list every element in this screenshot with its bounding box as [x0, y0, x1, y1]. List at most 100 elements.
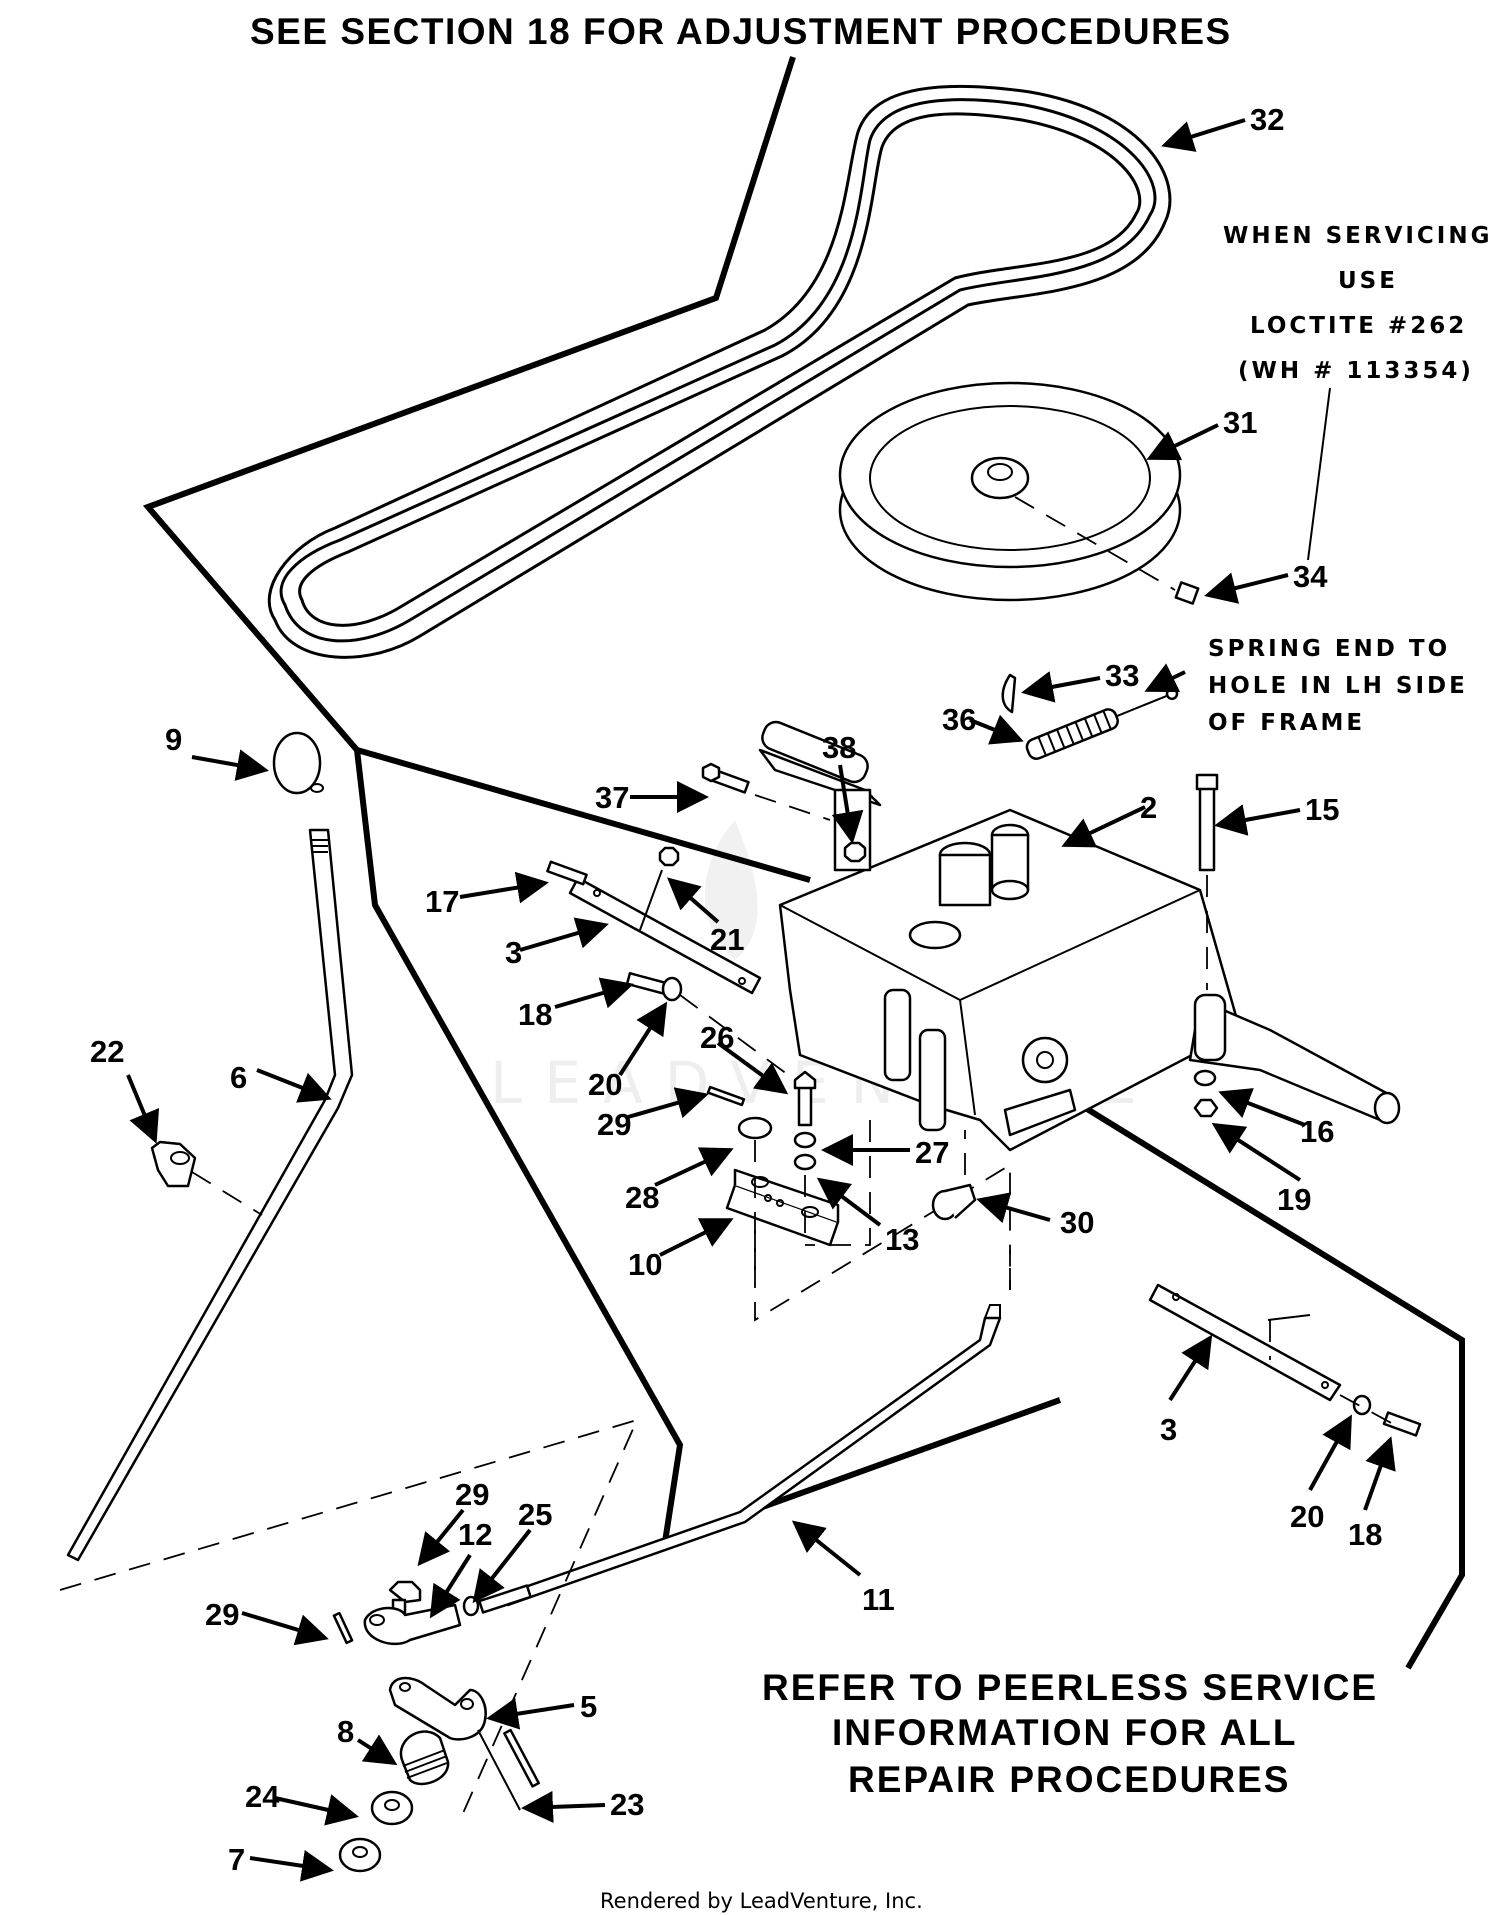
callout-9: 9 — [165, 722, 182, 757]
callout-29-upper: 29 — [597, 1107, 631, 1142]
arrow-2 — [1061, 805, 1146, 848]
note-spring-end: SPRING END TO HOLE IN LH SIDE OF FRAME — [1208, 636, 1468, 736]
callout-38: 38 — [822, 730, 856, 765]
arrow-32 — [1146, 423, 1219, 461]
callout-22: 22 — [90, 1034, 124, 1069]
arrow-22 — [126, 1074, 160, 1144]
arrow-34 — [1021, 671, 1101, 703]
note-spring-line-1: SPRING END TO — [1208, 636, 1450, 662]
callout-2: 2 — [1140, 790, 1157, 825]
callout-10: 10 — [628, 1247, 662, 1282]
arrow-29-upper — [627, 1087, 709, 1119]
note-loctite-line-2: USE — [1338, 268, 1398, 294]
note-spring-line-3: OF FRAME — [1208, 710, 1365, 736]
callout-17: 17 — [425, 884, 459, 919]
callout-20-right: 20 — [1290, 1499, 1324, 1534]
transaxle — [758, 720, 1401, 1152]
callout-13: 13 — [885, 1222, 919, 1257]
roll-pin — [503, 1728, 540, 1788]
callout-18-right: 18 — [1348, 1517, 1382, 1552]
note-spring-line-2: HOLE IN LH SIDE — [1208, 673, 1468, 699]
arrow-28 — [654, 1147, 734, 1187]
note-refer-line-1: REFER TO PEERLESS SERVICE — [762, 1667, 1378, 1708]
note-refer-line-3: REPAIR PROCEDURES — [848, 1759, 1290, 1800]
callout-21: 21 — [710, 922, 744, 957]
mounting-plate-assembly — [706, 1070, 1011, 1322]
bolt-and-nut-top — [701, 762, 867, 863]
callout-18-left: 18 — [518, 997, 552, 1032]
callout-24: 24 — [245, 1779, 280, 1814]
callout-8: 8 — [337, 1714, 354, 1749]
leader-loctite — [1307, 387, 1331, 561]
arrow-23 — [521, 1790, 606, 1823]
arrow-19 — [1211, 1122, 1302, 1182]
arrow-3-lower — [1168, 1334, 1213, 1402]
callout-30: 29 — [455, 1477, 489, 1512]
callout-7: 7 — [228, 1842, 245, 1877]
drive-belt — [267, 84, 1172, 659]
callout-12: 12 — [458, 1517, 492, 1552]
note-loctite: WHEN SERVICING USE LOCTITE #262 (WH # 11… — [1223, 223, 1490, 384]
callout-labels: 32 31 34 33 36 38 37 2 15 16 19 17 3 21 … — [90, 102, 1382, 1877]
callout-23: 23 — [610, 1787, 644, 1822]
callout-20-left: 20 — [588, 1067, 622, 1102]
callout-3-lower: 3 — [1160, 1412, 1177, 1447]
arrow-25 — [472, 1528, 532, 1604]
callout-19: 19 — [1277, 1182, 1311, 1217]
set-screw — [1174, 581, 1200, 605]
strap-assembly-lower — [1148, 1283, 1422, 1437]
note-loctite-line-3: LOCTITE #262 — [1250, 313, 1467, 339]
shift-lever — [66, 828, 354, 1562]
arrow-8 — [356, 1734, 398, 1766]
clip — [931, 1130, 977, 1221]
arrow-9 — [191, 749, 269, 781]
callout-33: 32 — [1250, 102, 1284, 137]
callout-26: 26 — [700, 1020, 734, 1055]
arrow-36 — [969, 714, 1024, 745]
note-refer-line-2: INFORMATION FOR ALL — [832, 1712, 1298, 1753]
arrow-18-right — [1363, 1436, 1396, 1511]
note-loctite-line-4: (WH # 113354) — [1238, 358, 1474, 384]
arrow-10 — [659, 1218, 734, 1257]
callout-25: 25 — [518, 1497, 552, 1532]
arrow-38 — [831, 764, 864, 844]
spring-stack — [338, 1730, 450, 1873]
tension-spring — [1025, 687, 1179, 760]
arrow-21 — [666, 877, 720, 924]
arrow-3-upper — [519, 917, 609, 952]
arrow-29-lower — [241, 1611, 329, 1646]
footer-rendered-by: Rendered by LeadVenture, Inc. — [600, 1889, 923, 1913]
callout-28: 28 — [625, 1180, 659, 1215]
arrow-24 — [274, 1794, 359, 1826]
bolt-stack-right — [1193, 773, 1219, 1118]
callout-29-lower: 29 — [205, 1597, 239, 1632]
arrow-12 — [429, 1553, 472, 1619]
shift-arm — [388, 1676, 540, 1811]
arrow-5 — [486, 1697, 575, 1730]
arrow-18-left — [554, 977, 634, 1009]
callout-11: 11 — [862, 1582, 895, 1617]
callout-16: 16 — [1300, 1114, 1334, 1149]
arrow-31 — [976, 1192, 1051, 1224]
callout-27: 27 — [915, 1135, 949, 1170]
pulley — [838, 381, 1200, 605]
arrow-33 — [1161, 118, 1246, 152]
arrow-16 — [1218, 1088, 1306, 1127]
header-title: SEE SECTION 18 FOR ADJUSTMENT PROCEDURES — [250, 11, 1232, 52]
arrow-30 — [417, 1508, 465, 1567]
shift-knob — [272, 731, 324, 795]
arrow-20-right — [1308, 1414, 1352, 1491]
note-refer-peerless: REFER TO PEERLESS SERVICE INFORMATION FO… — [762, 1667, 1378, 1800]
wing-nut — [150, 1140, 263, 1216]
arrow-6 — [256, 1068, 332, 1103]
callout-15: 15 — [1305, 792, 1339, 827]
shift-rod — [478, 1304, 1002, 1614]
callout-35: 34 — [1293, 559, 1328, 594]
arrow-35 — [1204, 572, 1289, 604]
callout-32: 31 — [1223, 405, 1257, 440]
strap-assembly-upper — [546, 846, 796, 1081]
callout-37: 37 — [595, 780, 629, 815]
arrow-20-left — [618, 1001, 668, 1077]
arrow-13 — [816, 1177, 882, 1227]
